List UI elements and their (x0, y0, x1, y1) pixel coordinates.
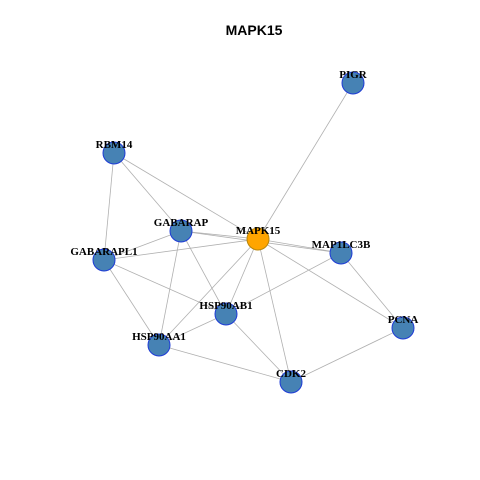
node-gabarapl1 (92, 248, 116, 272)
node-mapk15 (246, 227, 270, 251)
edge-hsp90aa1-cdk2 (158, 344, 292, 383)
node-gabarap (169, 219, 193, 243)
node-map1lc3b (329, 241, 353, 265)
node-label-pigr: PIGR (339, 69, 368, 81)
edge-gabarapl1-hsp90aa1 (103, 259, 160, 346)
node-hsp90ab1 (214, 302, 238, 326)
edge-mapk15-map1lc3b (257, 238, 342, 254)
edge-hsp90ab1-hsp90aa1 (158, 313, 227, 346)
edge-mapk15-hsp90aa1 (158, 238, 259, 346)
edge-rbm14-gabarap (113, 152, 182, 232)
node-label-mapk15: MAPK15 (236, 225, 281, 237)
edge-mapk15-gabarap (180, 230, 259, 240)
edge-hsp90ab1-cdk2 (225, 313, 292, 383)
node-label-pcna: PCNA (388, 314, 419, 326)
edge-mapk15-gabarapl1 (103, 238, 259, 261)
edge-mapk15-cdk2 (257, 238, 292, 383)
edge-mapk15-hsp90ab1 (225, 238, 259, 315)
node-label-hsp90ab1: HSP90AB1 (199, 300, 252, 312)
edge-map1lc3b-pcna (340, 252, 404, 329)
node-cdk2 (279, 370, 303, 394)
edge-mapk15-pcna (257, 238, 404, 329)
edge-gabarap-hsp90aa1 (158, 230, 182, 346)
node-label-cdk2: CDK2 (276, 368, 306, 380)
edge-mapk15-pigr (257, 82, 354, 240)
node-hsp90aa1 (147, 333, 171, 357)
edge-gabarap-gabarapl1 (103, 230, 182, 261)
edge-hsp90ab1-map1lc3b (225, 252, 342, 315)
diagram-title: MAPK15 (226, 22, 283, 38)
node-label-gabarapl1: GABARAPL1 (70, 246, 137, 258)
node-label-gabarap: GABARAP (154, 217, 209, 229)
node-label-map1lc3b: MAP1LC3B (312, 239, 371, 251)
edge-rbm14-gabarapl1 (103, 152, 115, 261)
edge-mapk15-rbm14 (113, 152, 259, 240)
edge-gabarap-hsp90ab1 (180, 230, 227, 315)
edge-gabarapl1-hsp90ab1 (103, 259, 227, 315)
node-label-hsp90aa1: HSP90AA1 (132, 331, 186, 343)
node-label-rbm14: RBM14 (96, 139, 133, 151)
node-pcna (391, 316, 415, 340)
edge-pcna-cdk2 (290, 327, 404, 383)
node-rbm14 (102, 141, 126, 165)
node-pigr (341, 71, 365, 95)
